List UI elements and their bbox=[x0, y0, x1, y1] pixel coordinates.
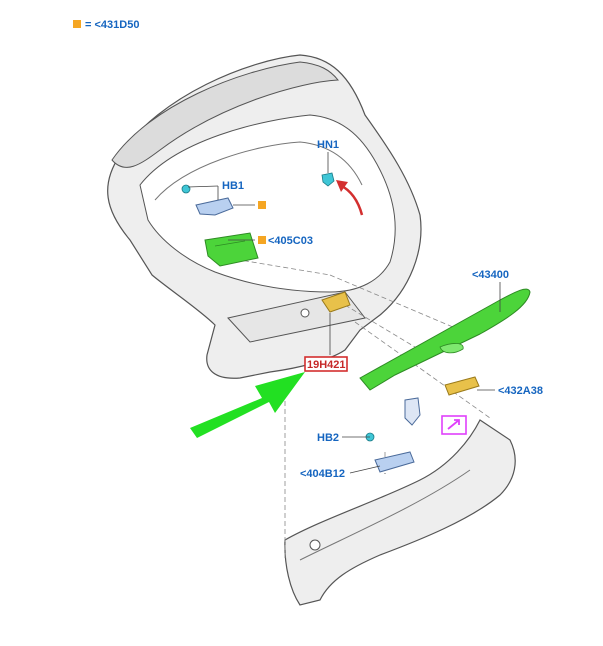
marker-square-2-icon bbox=[258, 236, 266, 244]
tailgate bbox=[107, 54, 422, 379]
legend-text: = <431D50 bbox=[85, 19, 139, 31]
assembly-line-3 bbox=[344, 304, 421, 351]
callout-hb1: HB1 bbox=[222, 180, 244, 192]
legend: = <431D50 bbox=[73, 19, 139, 31]
rear-panel-hole bbox=[309, 539, 321, 551]
callout-19h421: 19H421 bbox=[307, 359, 346, 371]
callout-hn1: HN1 bbox=[317, 139, 339, 151]
clip-hn1-part bbox=[321, 172, 335, 187]
callout-hb2: HB2 bbox=[317, 432, 339, 444]
red-arrow-icon bbox=[336, 180, 364, 216]
arrow-icon bbox=[447, 419, 460, 430]
callout-404b12: <404B12 bbox=[300, 468, 345, 480]
green-arrow-icon bbox=[190, 372, 305, 438]
assembly-line-4 bbox=[354, 321, 491, 419]
trim-strip-emblem bbox=[439, 343, 464, 354]
tailgate-lock-hole bbox=[300, 308, 310, 318]
rear-panel bbox=[284, 419, 516, 606]
note-box bbox=[441, 415, 467, 435]
legend-marker-icon bbox=[73, 20, 81, 28]
switch-432a38-part bbox=[444, 376, 480, 396]
tailgate-inner-rib bbox=[154, 141, 363, 201]
rear-panel-body bbox=[284, 419, 516, 606]
callout-432a38: <432A38 bbox=[498, 385, 543, 397]
callout-405c03: <405C03 bbox=[268, 235, 313, 247]
rear-panel-rib bbox=[299, 469, 471, 561]
lock-actuator-part bbox=[404, 397, 421, 426]
reference-box-19h421: 19H421 bbox=[304, 356, 348, 372]
hinge-hb2-part bbox=[365, 432, 415, 473]
trim-strip-part bbox=[359, 288, 531, 391]
bracket-405c03-part bbox=[204, 232, 259, 267]
marker-square-1-icon bbox=[258, 201, 266, 209]
leader-lines bbox=[187, 152, 501, 474]
bracket-19h421-part bbox=[321, 291, 351, 313]
callout-43400: <43400 bbox=[472, 269, 509, 281]
tailgate-spoiler bbox=[111, 61, 339, 168]
tailgate-window-opening bbox=[139, 114, 396, 293]
